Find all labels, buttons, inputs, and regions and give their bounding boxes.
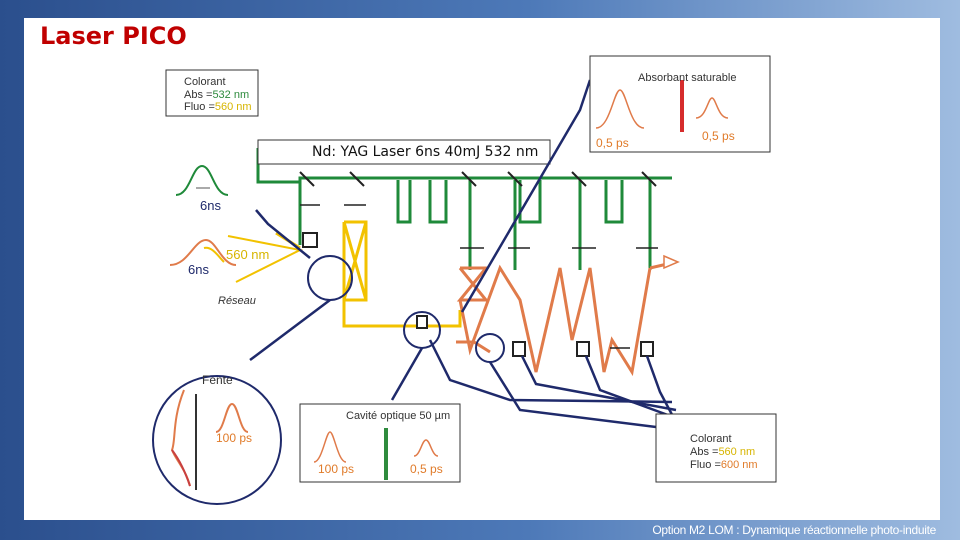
pump-laser-label: Nd: YAG Laser 6ns 40mJ 532 nm [312, 144, 539, 160]
absorber-pulse-right: 0,5 ps [702, 129, 735, 143]
zoom-circles [152, 255, 505, 505]
page-title: Laser PICO [40, 22, 187, 50]
dye1-name: Colorant [184, 76, 226, 88]
cavity-pulse-right: 0,5 ps [410, 462, 443, 476]
dye1-fluo: Fluo =560 nm [184, 101, 252, 113]
yellow-beam [275, 220, 462, 328]
output-arrow [663, 254, 680, 270]
pump-beam [256, 148, 672, 270]
slit-pulse-label: 100 ps [216, 431, 253, 445]
cavity-pulse-left: 100 ps [318, 462, 355, 476]
saturable-absorber-label: Absorbant saturable [638, 72, 737, 84]
dye-cells [302, 232, 654, 357]
yellow-pulse-shape [203, 246, 225, 263]
absorber-pulse-left: 0,5 ps [596, 136, 629, 150]
dye2-box [655, 413, 777, 483]
pump-laser-box [257, 139, 551, 165]
dye2-fluo: Fluo =600 nm [690, 459, 758, 471]
callout-lines [249, 79, 681, 432]
footer-caption: Option M2 LOM : Dynamique réactionnelle … [652, 523, 936, 537]
orange-pulse-label: 6ns [188, 262, 209, 277]
slit-label: Fente [202, 373, 233, 387]
green-pulse-shape [175, 164, 229, 196]
dye1-box [165, 69, 259, 117]
cavity-label: Cavité optique 50 µm [346, 410, 451, 422]
dye2-abs: Abs =560 nm [690, 446, 756, 458]
pump-mirrors [299, 171, 657, 187]
dye2-name: Colorant [690, 433, 732, 445]
cavity-box [299, 403, 461, 483]
wavelength-label: 560 nm [226, 247, 270, 262]
dye1-abs: Abs =532 nm [184, 89, 250, 101]
focus-arrows [300, 204, 658, 349]
green-pulse-label: 6ns [200, 198, 221, 213]
grating-label: Réseau [218, 295, 256, 307]
orange-pulse-shape [169, 238, 237, 266]
